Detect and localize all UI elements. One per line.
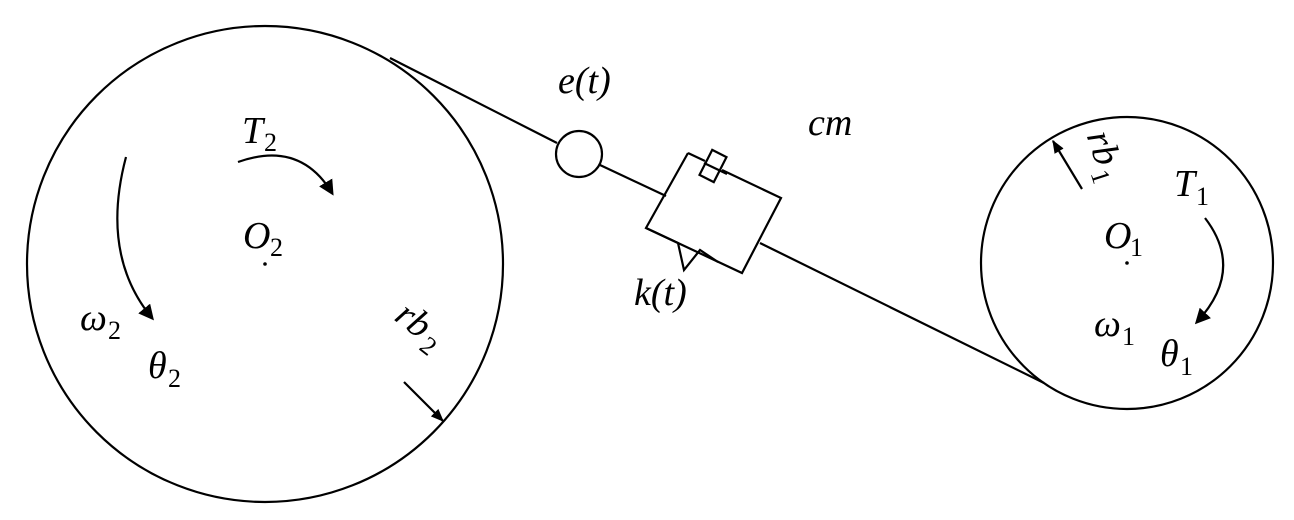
large-gear-center-dot <box>263 262 267 266</box>
label-o1: O 1 <box>1104 215 1143 262</box>
svg-text:T: T <box>1174 163 1198 205</box>
svg-text:T: T <box>242 110 266 152</box>
svg-text:ω: ω <box>80 297 107 339</box>
svg-text:2: 2 <box>108 316 121 345</box>
svg-text:rb: rb <box>1078 125 1128 170</box>
line-of-action-middle <box>599 164 667 197</box>
svg-text:O: O <box>243 215 270 257</box>
svg-text:ω: ω <box>1094 303 1121 345</box>
rb2-radius-arrow <box>403 381 444 422</box>
svg-text:1: 1 <box>1122 322 1135 351</box>
label-rb1: rb 1 <box>1078 125 1128 187</box>
svg-text:2: 2 <box>264 128 277 157</box>
label-theta2: θ 2 <box>148 345 181 393</box>
svg-text:O: O <box>1104 215 1131 257</box>
svg-text:2: 2 <box>168 364 181 393</box>
label-k-t: k(t) <box>634 272 687 314</box>
label-omega1: ω 1 <box>1094 303 1135 351</box>
label-rb2: rb 2 <box>387 293 442 361</box>
large-gear-circle <box>25 24 505 504</box>
rb1-radius-arrow <box>1052 139 1083 190</box>
label-t1: T 1 <box>1174 163 1209 211</box>
line-of-action-upper <box>389 57 558 144</box>
torque-t1-arrow <box>1194 217 1225 325</box>
small-gear-circle <box>979 115 1275 411</box>
label-o2: O 2 <box>243 215 283 262</box>
label-e-t: e(t) <box>558 60 611 102</box>
label-cm: cm <box>808 102 852 144</box>
spring-damper-element <box>644 148 783 275</box>
label-omega2: ω 2 <box>80 297 121 345</box>
label-theta1: θ 1 <box>1160 333 1193 381</box>
svg-text:θ: θ <box>1160 333 1179 375</box>
svg-text:2: 2 <box>270 233 283 262</box>
svg-text:θ: θ <box>148 345 167 387</box>
small-gear-center-dot <box>1125 261 1129 265</box>
omega2-arrow <box>116 156 154 321</box>
svg-text:1: 1 <box>1196 182 1209 211</box>
torque-t2-arrow <box>237 154 334 196</box>
svg-text:1: 1 <box>1180 352 1193 381</box>
line-of-action-lower <box>759 242 1045 384</box>
svg-text:1: 1 <box>1130 233 1143 262</box>
error-excitation-circle <box>554 129 604 179</box>
label-t2: T 2 <box>242 110 277 157</box>
